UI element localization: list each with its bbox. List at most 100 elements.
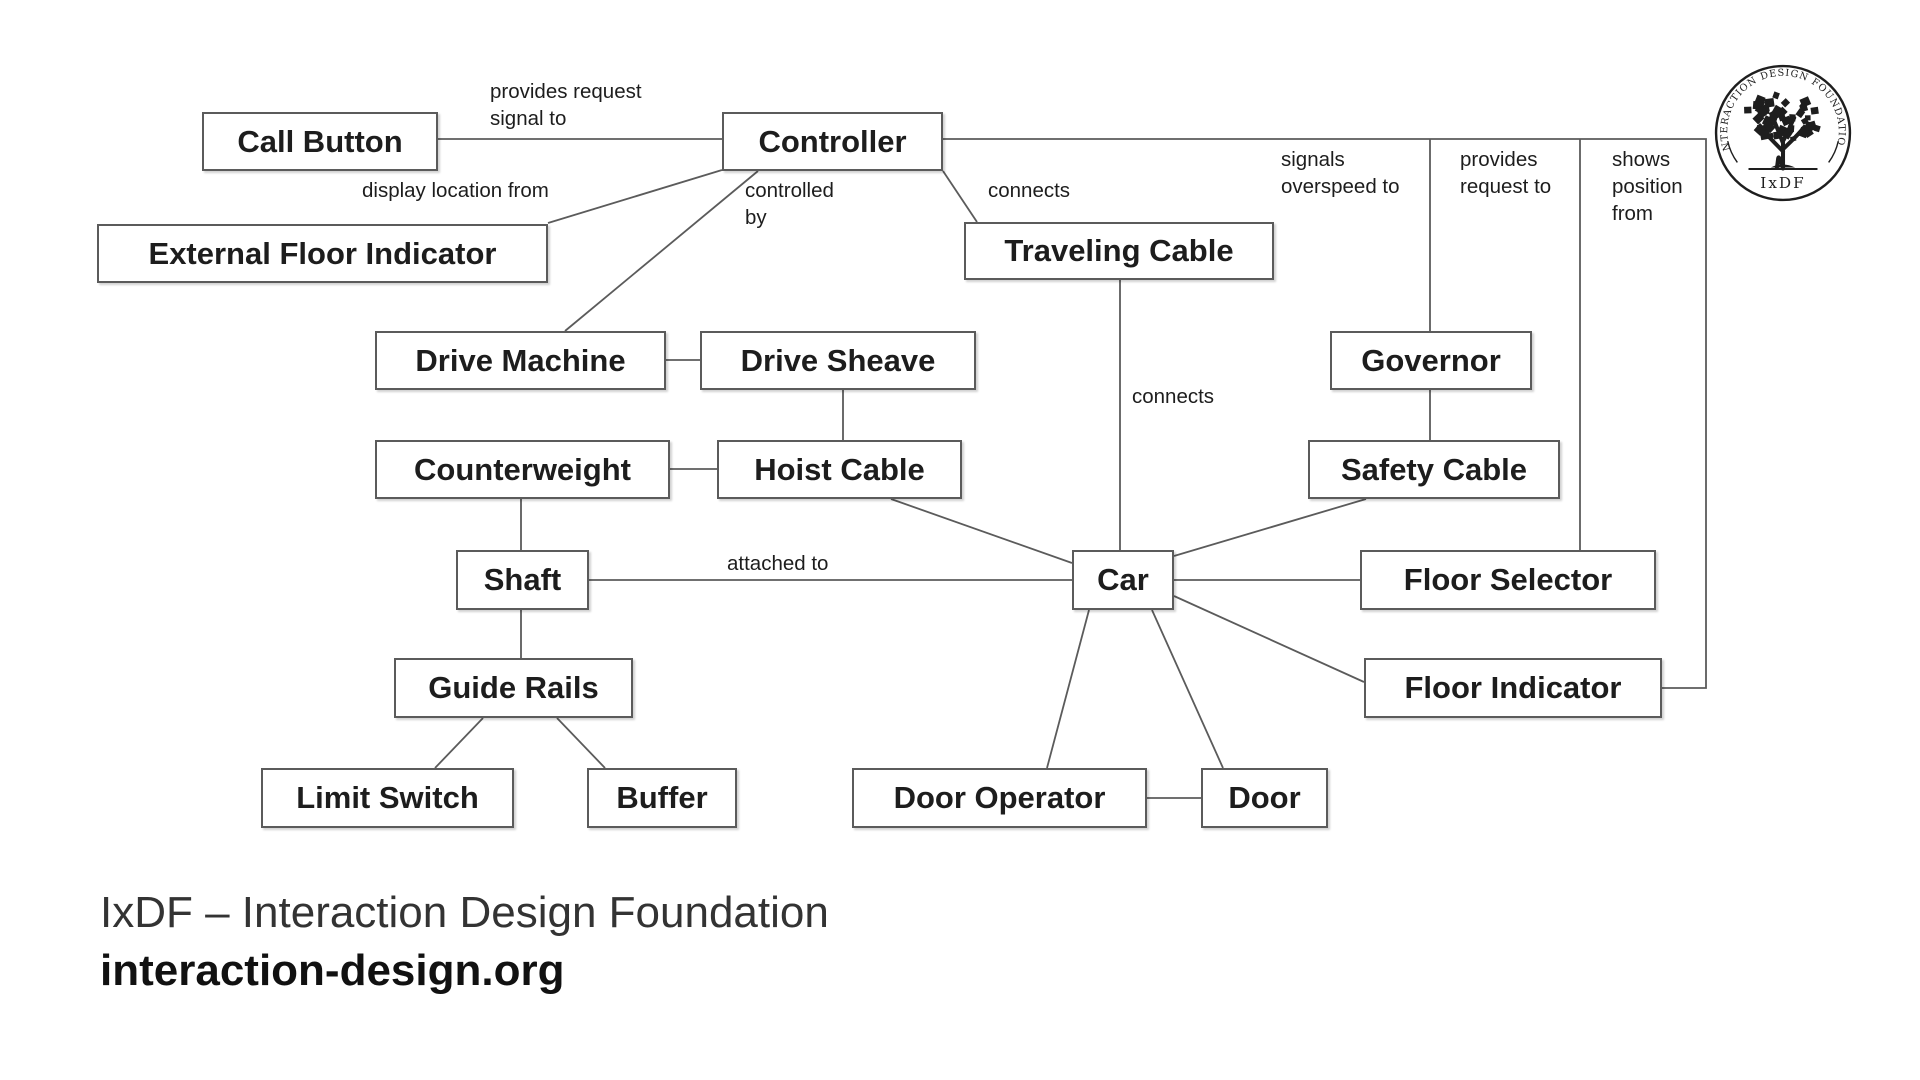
logo-leaf [1753, 123, 1767, 136]
footer-org-url: interaction-design.org [100, 946, 565, 995]
logo-leaf [1771, 104, 1784, 117]
edge-car-floor-indicator [1173, 595, 1365, 683]
logo-leaf [1759, 129, 1771, 141]
logo-leaf [1764, 122, 1776, 134]
logo-leaf [1772, 91, 1780, 100]
node-label: Hoist Cable [754, 451, 925, 487]
node-guide-rails: Guide Rails [394, 658, 633, 718]
logo-leaf [1810, 106, 1819, 115]
edge-hoist-cable-car [890, 498, 1073, 564]
node-label: Car [1097, 562, 1149, 597]
edge-guide-rails-limit-switch [434, 717, 484, 769]
edge-label-line: connects [1132, 385, 1215, 408]
node-drive-machine: Drive Machine [375, 331, 666, 390]
node-governor: Governor [1330, 331, 1532, 390]
node-label: Buffer [616, 780, 708, 815]
node-safety-cable: Safety Cable [1308, 440, 1560, 499]
node-label: Limit Switch [296, 780, 479, 815]
logo-leaf [1799, 103, 1809, 113]
node-traveling-cable: Traveling Cable [964, 222, 1274, 280]
edge-controller-drive-machine [564, 170, 759, 332]
edge-label-connects-controller-traveling-cable: connects [988, 177, 1070, 204]
edge-label-provides-request-to: provides request to [1460, 146, 1551, 200]
node-buffer: Buffer [587, 768, 737, 828]
logo-leaf [1744, 106, 1752, 114]
node-call-button: Call Button [202, 112, 438, 171]
node-hoist-cable: Hoist Cable [717, 440, 962, 499]
node-door-operator: Door Operator [852, 768, 1147, 828]
edge-label-controlled-by: controlled by [745, 177, 834, 231]
node-controller: Controller [722, 112, 943, 171]
logo-leaf [1767, 132, 1774, 139]
node-floor-selector: Floor Selector [1360, 550, 1656, 610]
logo-leaf [1787, 124, 1795, 133]
node-label: Counterweight [414, 451, 631, 487]
logo-tree-icon [1744, 91, 1821, 171]
node-drive-sheave: Drive Sheave [700, 331, 976, 390]
node-label: Floor Selector [1403, 562, 1613, 597]
footer: IxDF – Interaction Design Foundation int… [100, 884, 829, 1000]
edge-label-line: controlled [745, 179, 834, 202]
node-limit-switch: Limit Switch [261, 768, 514, 828]
edge-controller-floor-indicator-elbow [943, 138, 1707, 689]
edge-label-line: from [1612, 202, 1653, 225]
logo-leaf [1752, 101, 1761, 110]
edge-label-line: provides request [490, 80, 642, 103]
node-label: Controller [758, 123, 907, 159]
logo-leaf [1773, 131, 1783, 140]
logo-leaf [1759, 109, 1768, 118]
logo-monogram: IxDF [1760, 174, 1805, 192]
node-car: Car [1072, 550, 1174, 610]
logo-leaf [1764, 97, 1775, 108]
edge-label-line: overspeed to [1281, 175, 1400, 198]
node-door: Door [1201, 768, 1328, 828]
edge-label-line: shows [1612, 148, 1671, 171]
logo-leaf [1804, 121, 1814, 132]
edge-label-line: attached to [727, 552, 829, 575]
logo-left-arc [1727, 140, 1738, 163]
logo-leaf [1788, 114, 1796, 122]
edge-label-line: request to [1460, 175, 1552, 198]
node-counterweight: Counterweight [375, 440, 670, 499]
node-label: Drive Machine [415, 342, 626, 378]
edge-label-line: position [1612, 175, 1683, 198]
logo-leaf [1804, 115, 1811, 121]
node-label: Governor [1361, 342, 1501, 378]
node-label: Traveling Cable [1004, 233, 1234, 268]
logo-right-arc [1828, 140, 1839, 163]
edge-car-door [1151, 609, 1224, 769]
node-shaft: Shaft [456, 550, 589, 610]
footer-org-name: IxDF – Interaction Design Foundation [100, 888, 829, 937]
edge-label-line: connects [988, 179, 1071, 202]
node-external-floor-indicator: External Floor Indicator [97, 224, 548, 283]
node-label: Floor Indicator [1404, 670, 1622, 705]
edge-external-floor-indicator-controller [547, 169, 723, 224]
edge-safety-cable-car [1173, 498, 1367, 557]
edge-guide-rails-buffer [556, 717, 606, 769]
edge-label-provides-request-signal-to: provides request signal to [490, 78, 642, 132]
edge-label-line: provides [1460, 148, 1538, 171]
edge-label-line: by [745, 206, 767, 229]
node-label: Shaft [483, 562, 562, 597]
edge-label-attached-to: attached to [727, 550, 828, 577]
node-label: Guide Rails [428, 670, 599, 705]
node-label: Call Button [237, 123, 403, 159]
edge-label-connects-traveling-cable-car: connects [1132, 383, 1214, 410]
node-floor-indicator: Floor Indicator [1364, 658, 1662, 718]
edge-label-shows-position-from: shows position from [1612, 146, 1683, 227]
logo-leaf [1789, 135, 1797, 143]
node-label: Drive Sheave [740, 342, 936, 378]
edge-label-line: signal to [490, 107, 567, 130]
edge-label-display-location-from: display location from [362, 177, 549, 204]
ixdf-logo: INTERACTION DESIGN FOUNDATION IxDF [1712, 62, 1852, 202]
node-label: External Floor Indicator [148, 235, 497, 271]
node-label: Door Operator [893, 780, 1106, 815]
edge-controller-traveling-cable [942, 170, 978, 223]
node-label: Door [1228, 780, 1301, 815]
node-label: Safety Cable [1340, 451, 1528, 487]
edge-label-line: display location from [362, 179, 549, 202]
edges [434, 138, 1707, 799]
